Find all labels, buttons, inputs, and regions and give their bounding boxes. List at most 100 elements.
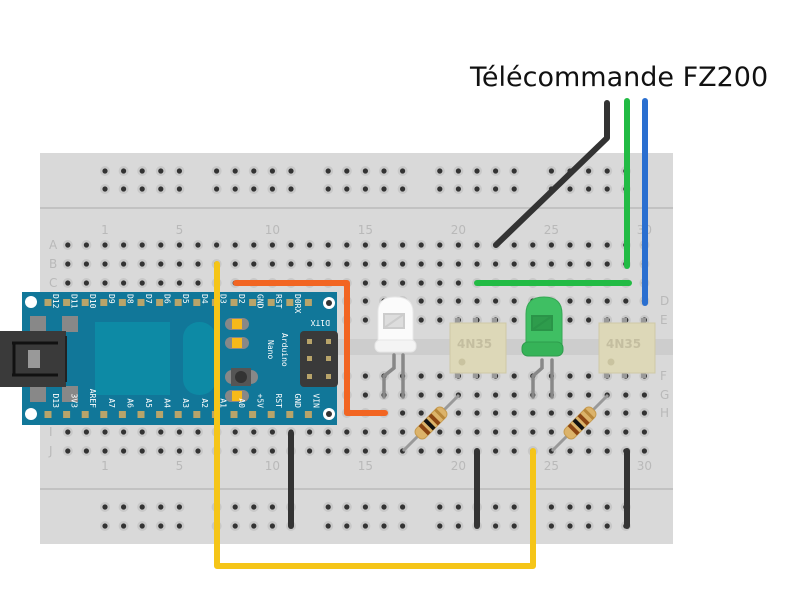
breadboard-hole[interactable] [397, 240, 408, 250]
breadboard-hole[interactable] [360, 521, 371, 531]
breadboard-hole[interactable] [397, 408, 408, 418]
breadboard-hole[interactable] [509, 408, 520, 418]
breadboard-hole[interactable] [416, 371, 427, 381]
wire-black-remote[interactable] [493, 100, 610, 248]
breadboard-hole[interactable] [434, 521, 445, 531]
breadboard-hole[interactable] [360, 278, 371, 288]
breadboard-hole[interactable] [639, 427, 650, 437]
breadboard-hole[interactable] [211, 166, 222, 176]
breadboard-hole[interactable] [620, 427, 631, 437]
breadboard-hole[interactable] [565, 259, 575, 269]
breadboard-hole[interactable] [434, 259, 445, 269]
breadboard-hole[interactable] [434, 502, 445, 512]
breadboard-hole[interactable] [509, 427, 520, 437]
breadboard-hole[interactable] [379, 240, 389, 250]
led-green[interactable] [521, 296, 564, 399]
breadboard-hole[interactable] [267, 166, 278, 176]
breadboard-hole[interactable] [193, 427, 203, 437]
breadboard-hole[interactable] [286, 259, 296, 269]
breadboard-hole[interactable] [100, 184, 110, 194]
breadboard-hole[interactable] [304, 259, 315, 269]
breadboard-hole[interactable] [490, 446, 501, 456]
breadboard-hole[interactable] [379, 427, 389, 437]
breadboard-hole[interactable] [379, 502, 389, 512]
breadboard-hole[interactable] [230, 446, 241, 456]
breadboard-hole[interactable] [602, 408, 613, 418]
breadboard-hole[interactable] [267, 521, 278, 531]
breadboard-hole[interactable] [304, 240, 315, 250]
breadboard-hole[interactable] [100, 427, 110, 437]
breadboard-hole[interactable] [62, 427, 73, 437]
breadboard-hole[interactable] [416, 446, 427, 456]
breadboard-hole[interactable] [341, 184, 352, 194]
breadboard-hole[interactable] [174, 446, 185, 456]
breadboard-hole[interactable] [453, 446, 464, 456]
breadboard-hole[interactable] [416, 315, 427, 325]
breadboard-hole[interactable] [137, 166, 148, 176]
breadboard-hole[interactable] [509, 240, 520, 250]
breadboard-hole[interactable] [509, 521, 520, 531]
breadboard-hole[interactable] [360, 446, 371, 456]
breadboard-hole[interactable] [323, 184, 334, 194]
breadboard-hole[interactable] [81, 240, 92, 250]
breadboard-hole[interactable] [639, 408, 650, 418]
wire-orange[interactable] [233, 280, 388, 416]
breadboard-hole[interactable] [248, 521, 259, 531]
breadboard-hole[interactable] [341, 521, 352, 531]
breadboard-hole[interactable] [248, 166, 259, 176]
breadboard-hole[interactable] [360, 296, 371, 306]
breadboard-hole[interactable] [472, 184, 482, 194]
breadboard-hole[interactable] [565, 315, 575, 325]
breadboard-hole[interactable] [602, 296, 613, 306]
breadboard-hole[interactable] [100, 446, 110, 456]
breadboard-hole[interactable] [174, 240, 185, 250]
breadboard-hole[interactable] [602, 259, 613, 269]
breadboard-hole[interactable] [565, 408, 575, 418]
breadboard-hole[interactable] [174, 259, 185, 269]
breadboard-hole[interactable] [118, 278, 129, 288]
breadboard-hole[interactable] [490, 502, 501, 512]
breadboard-hole[interactable] [267, 446, 278, 456]
breadboard-hole[interactable] [453, 240, 464, 250]
breadboard-hole[interactable] [155, 446, 166, 456]
breadboard-hole[interactable] [360, 259, 371, 269]
breadboard-hole[interactable] [565, 184, 575, 194]
breadboard-hole[interactable] [546, 259, 557, 269]
breadboard-hole[interactable] [193, 446, 203, 456]
breadboard-hole[interactable] [397, 184, 408, 194]
breadboard-hole[interactable] [267, 502, 278, 512]
breadboard-hole[interactable] [81, 278, 92, 288]
breadboard-hole[interactable] [137, 427, 148, 437]
breadboard-hole[interactable] [155, 259, 166, 269]
breadboard-hole[interactable] [602, 521, 613, 531]
breadboard-hole[interactable] [453, 278, 464, 288]
breadboard-hole[interactable] [100, 502, 110, 512]
breadboard-hole[interactable] [583, 371, 594, 381]
breadboard-hole[interactable] [118, 446, 129, 456]
breadboard-hole[interactable] [602, 166, 613, 176]
breadboard-hole[interactable] [379, 184, 389, 194]
breadboard-hole[interactable] [453, 427, 464, 437]
breadboard-hole[interactable] [100, 166, 110, 176]
breadboard-hole[interactable] [81, 259, 92, 269]
resistor-2[interactable] [550, 393, 610, 453]
breadboard-hole[interactable] [155, 521, 166, 531]
breadboard-hole[interactable] [304, 427, 315, 437]
breadboard-hole[interactable] [639, 390, 650, 400]
breadboard-hole[interactable] [565, 446, 575, 456]
breadboard-hole[interactable] [583, 166, 594, 176]
breadboard-hole[interactable] [174, 278, 185, 288]
breadboard-hole[interactable] [472, 166, 482, 176]
breadboard-hole[interactable] [323, 166, 334, 176]
breadboard-hole[interactable] [546, 502, 557, 512]
breadboard-hole[interactable] [137, 184, 148, 194]
breadboard-hole[interactable] [174, 502, 185, 512]
breadboard-hole[interactable] [118, 502, 129, 512]
breadboard-hole[interactable] [360, 427, 371, 437]
breadboard-hole[interactable] [360, 240, 371, 250]
breadboard-hole[interactable] [546, 427, 557, 437]
breadboard-hole[interactable] [527, 408, 538, 418]
breadboard-hole[interactable] [81, 427, 92, 437]
breadboard-hole[interactable] [620, 408, 631, 418]
breadboard-hole[interactable] [118, 166, 129, 176]
